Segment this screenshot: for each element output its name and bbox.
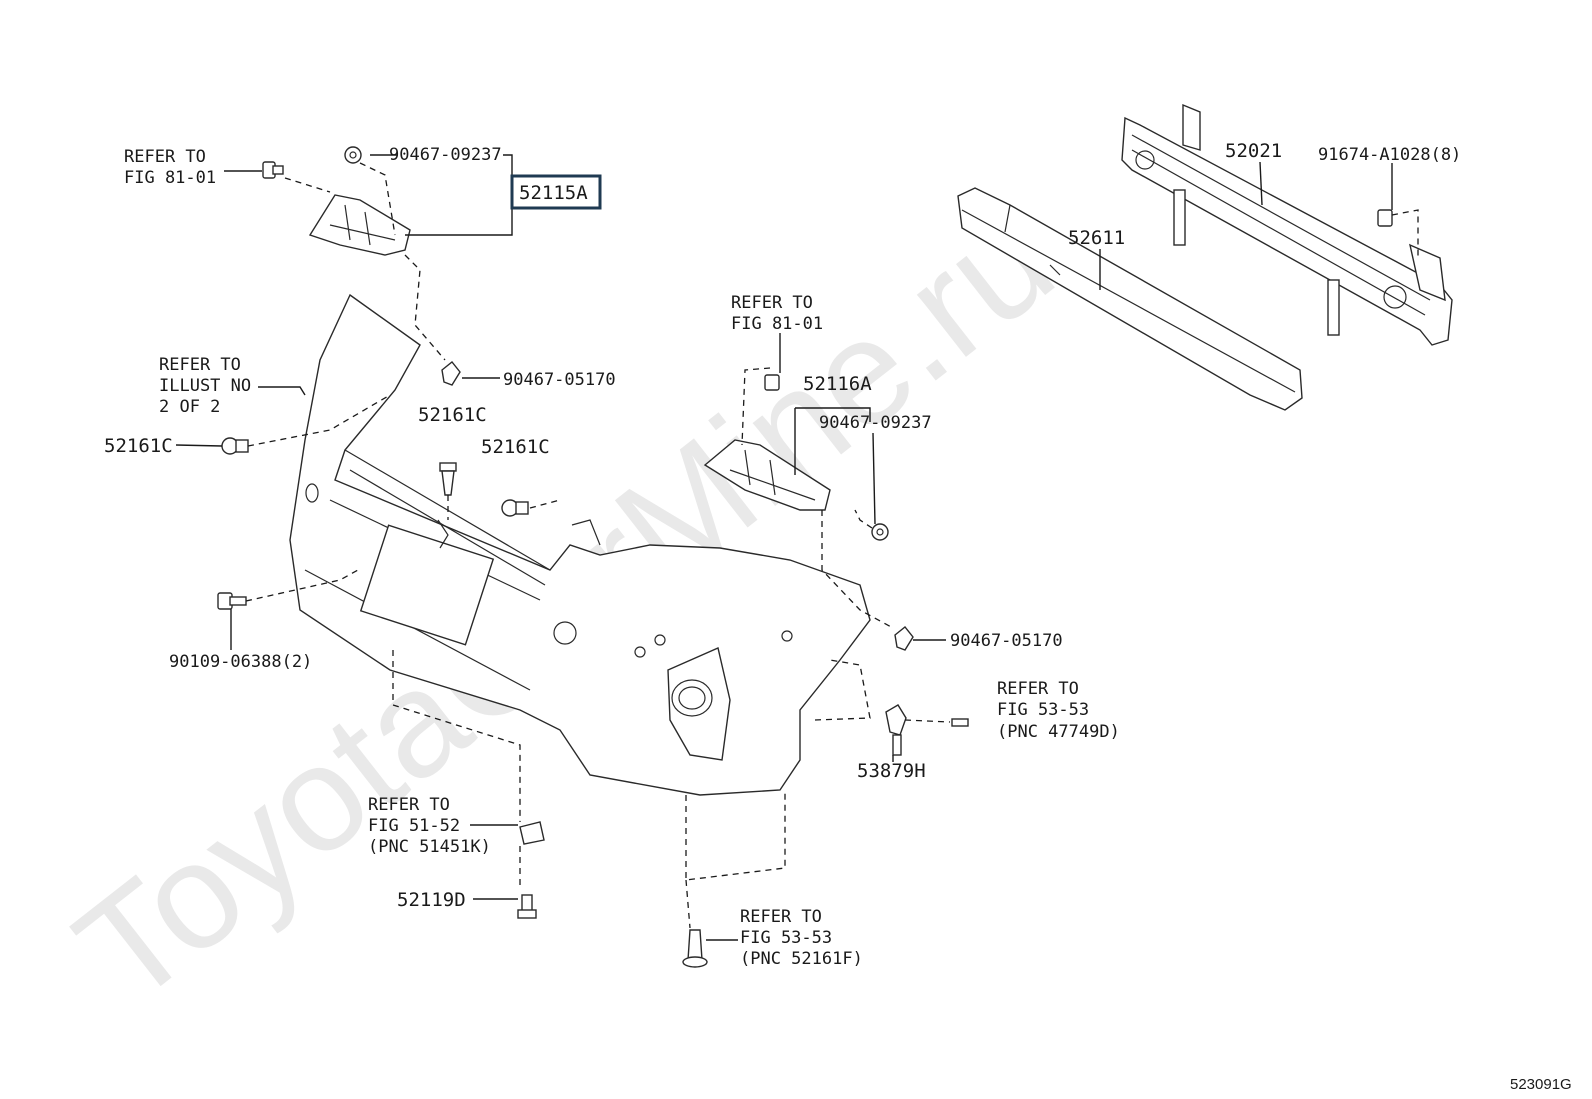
fastener-clip-refer-51-52 — [519, 821, 545, 845]
label-52161C-a[interactable]: 52161C — [104, 435, 173, 457]
fastener-clip-90467-09237-b — [871, 523, 889, 541]
label-90109-06388[interactable]: 90109-06388(2) — [169, 652, 312, 672]
bumper-bracket-52116A — [703, 439, 831, 511]
bumper-bracket-52115A — [308, 194, 411, 256]
label-refer-81-01-b-line1: REFER TO — [731, 293, 813, 313]
fastener-clip-90467-05170-b — [894, 626, 914, 651]
label-52119D[interactable]: 52119D — [397, 889, 466, 911]
fastener-clip-refer-53-53-b — [682, 929, 708, 968]
label-53879H[interactable]: 53879H — [857, 760, 926, 782]
label-refer-53-53-a-line3: (PNC 47749D) — [997, 722, 1120, 742]
label-52161C-b[interactable]: 52161C — [418, 404, 487, 426]
label-refer-81-01-b-line2: FIG 81-01 — [731, 314, 823, 334]
label-90467-09237-b[interactable]: 90467-09237 — [819, 413, 932, 433]
front-bumper-cover — [289, 293, 871, 796]
fastener-clip-90467-05170-a — [441, 361, 461, 386]
assembly-dash-lines — [245, 162, 1419, 929]
bumper-reinforcement-52021 — [1121, 103, 1453, 346]
label-refer-51-52-line2: FIG 51-52 — [368, 816, 460, 836]
label-refer-illust-line3: 2 OF 2 — [159, 397, 220, 417]
label-52161C-c[interactable]: 52161C — [481, 436, 550, 458]
label-refer-51-52-line3: (PNC 51451K) — [368, 837, 491, 857]
label-refer-81-01-a-line1: REFER TO — [124, 147, 206, 167]
fastener-pin-refer-53-53-a — [951, 718, 969, 727]
label-90467-05170-a[interactable]: 90467-05170 — [503, 370, 616, 390]
fastener-bolt-91674-A1028 — [1377, 209, 1393, 227]
label-refer-53-53-b-line1: REFER TO — [740, 907, 822, 927]
label-91674-A1028[interactable]: 91674-A1028(8) — [1318, 145, 1461, 165]
bumper-absorber-52611 — [957, 187, 1303, 411]
label-refer-51-52-line1: REFER TO — [368, 795, 450, 815]
highlight-box-52115A — [510, 174, 602, 210]
label-52115A[interactable]: 52115A — [519, 182, 588, 204]
fastener-bolt-refer-81-01-b — [764, 374, 780, 391]
label-refer-81-01-a-line2: FIG 81-01 — [124, 168, 216, 188]
fastener-bolt-90109-06388 — [217, 592, 247, 610]
label-refer-illust-line1: REFER TO — [159, 355, 241, 375]
fastener-clip-52161C-c — [501, 499, 529, 517]
label-refer-53-53-a-line2: FIG 53-53 — [997, 700, 1089, 720]
label-52611[interactable]: 52611 — [1068, 227, 1125, 249]
figure-reference-number: 523091G — [1510, 1076, 1572, 1093]
sensor-bracket-53879H — [885, 704, 907, 756]
fastener-clip-52161C-a — [221, 437, 249, 455]
fastener-clip-52161C-b — [439, 462, 457, 496]
fastener-clip-90467-09237-a — [344, 146, 362, 164]
label-refer-53-53-b-line2: FIG 53-53 — [740, 928, 832, 948]
label-refer-53-53-a-line1: REFER TO — [997, 679, 1079, 699]
label-refer-53-53-b-line3: (PNC 52161F) — [740, 949, 863, 969]
fastener-bolt-refer-81-01-a — [262, 161, 284, 179]
fastener-screw-52119D — [517, 894, 537, 919]
label-90467-09237-a[interactable]: 90467-09237 — [389, 145, 502, 165]
label-refer-illust-line2: ILLUST NO — [159, 376, 251, 396]
label-52116A[interactable]: 52116A — [803, 373, 872, 395]
label-52021[interactable]: 52021 — [1225, 140, 1282, 162]
label-90467-05170-b[interactable]: 90467-05170 — [950, 631, 1063, 651]
